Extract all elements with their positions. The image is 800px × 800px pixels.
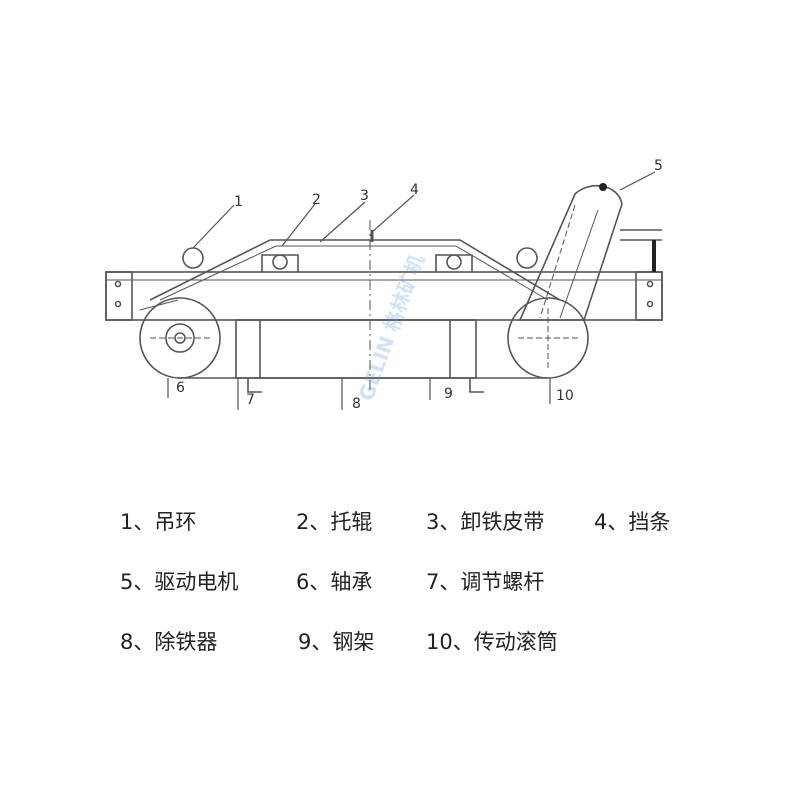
callout-7: 7: [246, 392, 255, 408]
separator-diagram: 1 2 3 4 5 6 7 8 9 10 GELIN 格林矿机: [105, 158, 663, 412]
lifting-ring: [516, 247, 538, 269]
adjusting-screw: [247, 378, 262, 393]
drive-motor: [518, 185, 623, 321]
magnet-body: [235, 319, 477, 379]
legend-item-baffle: 4、挡条: [594, 510, 671, 534]
steel-frame: [469, 378, 484, 393]
callout-6: 6: [176, 380, 185, 396]
legend-item-steel-frame: 9、钢架: [298, 630, 375, 654]
bearing-pulley: [139, 297, 221, 379]
callout-1: 1: [234, 194, 243, 210]
callout-3: 3: [360, 188, 369, 204]
idler-roller: [261, 254, 299, 272]
callout-10: 10: [556, 388, 574, 404]
legend-item-idler: 2、托辊: [296, 510, 373, 534]
callout-5: 5: [654, 158, 663, 174]
lifting-ring: [182, 247, 204, 269]
legend-item-discharge-belt: 3、卸铁皮带: [426, 510, 545, 534]
top-cover: [149, 239, 561, 301]
legend-item-iron-remover: 8、除铁器: [120, 630, 218, 654]
legend-item-drive-motor: 5、驱动电机: [120, 570, 239, 594]
idler-roller: [435, 254, 473, 272]
drive-pulley: [507, 297, 589, 379]
watermark-logo: GELIN 格林矿机: [354, 251, 429, 404]
legend-item-bearing: 6、轴承: [296, 570, 373, 594]
callout-8: 8: [352, 396, 361, 412]
callout-4: 4: [410, 182, 419, 198]
watermark-text: GELIN 格林矿机: [354, 251, 429, 404]
callout-2: 2: [312, 192, 321, 208]
legend-item-adjust-screw: 7、调节螺杆: [426, 570, 545, 594]
legend-item-lifting-ring: 1、吊环: [120, 510, 197, 534]
legend-item-drive-pulley: 10、传动滚筒: [426, 630, 558, 654]
callout-9: 9: [444, 386, 453, 402]
